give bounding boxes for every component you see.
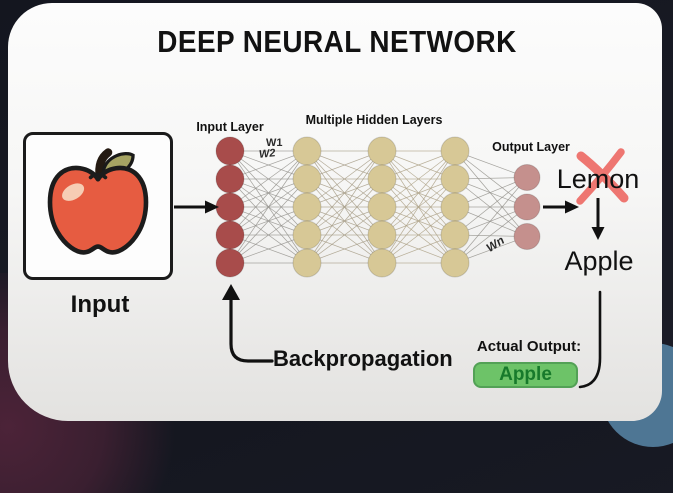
hidden-layer-2-node <box>367 164 397 194</box>
page-title: DEEP NEURAL NETWORK <box>156 24 517 59</box>
actual-output-connector <box>578 290 602 389</box>
weight-w1-label: W1 <box>266 137 283 149</box>
input-layer-label: Input Layer <box>196 120 264 134</box>
correction-arrow <box>591 198 605 240</box>
output-layer-node <box>513 193 541 221</box>
weight-wn-label: Wn <box>483 233 507 255</box>
hidden-layer-2-node <box>367 220 397 250</box>
corrected-output-text: Apple <box>564 246 634 276</box>
apple-icon <box>47 148 149 255</box>
output-layer-node <box>513 164 541 191</box>
actual-output-badge: Apple <box>473 362 578 388</box>
input-layer-node <box>215 220 245 250</box>
output-layer-node <box>513 223 541 250</box>
hidden-layer-3-node <box>440 220 470 250</box>
input-image-box <box>23 132 173 280</box>
hidden-layer-2-node <box>367 248 397 278</box>
hidden-layer-1-node <box>292 192 322 222</box>
output-layer-label: Output Layer <box>492 140 570 154</box>
input-layer-node <box>215 192 245 222</box>
input-arrow <box>174 200 219 214</box>
hidden-layer-2-node <box>367 136 397 166</box>
predicted-output-text: Lemon <box>556 164 640 194</box>
actual-output-label: Actual Output: <box>476 338 582 355</box>
prediction-arrow <box>543 200 579 214</box>
input-layer-node <box>215 248 245 278</box>
input-caption: Input <box>70 291 130 318</box>
hidden-layer-3-node <box>440 164 470 194</box>
network-connections <box>229 150 528 264</box>
input-layer-node <box>215 136 245 166</box>
hidden-layer-1-node <box>292 136 322 166</box>
hidden-layer-1-node <box>292 220 322 250</box>
hidden-layer-2-node <box>367 192 397 222</box>
hidden-layer-3-node <box>440 248 470 278</box>
hidden-layer-3-node <box>440 192 470 222</box>
hidden-layer-3-node <box>440 136 470 166</box>
weight-w2-label: W2 <box>258 147 277 161</box>
backpropagation-label: Backpropagation <box>273 346 453 371</box>
hidden-layer-1-node <box>292 248 322 278</box>
input-layer-node <box>215 164 245 194</box>
backpropagation-arrow <box>222 284 274 363</box>
hidden-layers-label: Multiple Hidden Layers <box>305 113 443 127</box>
hidden-layer-1-node <box>292 164 322 194</box>
diagram-stage: DEEP NEURAL NETWORK Input <box>23 24 640 389</box>
